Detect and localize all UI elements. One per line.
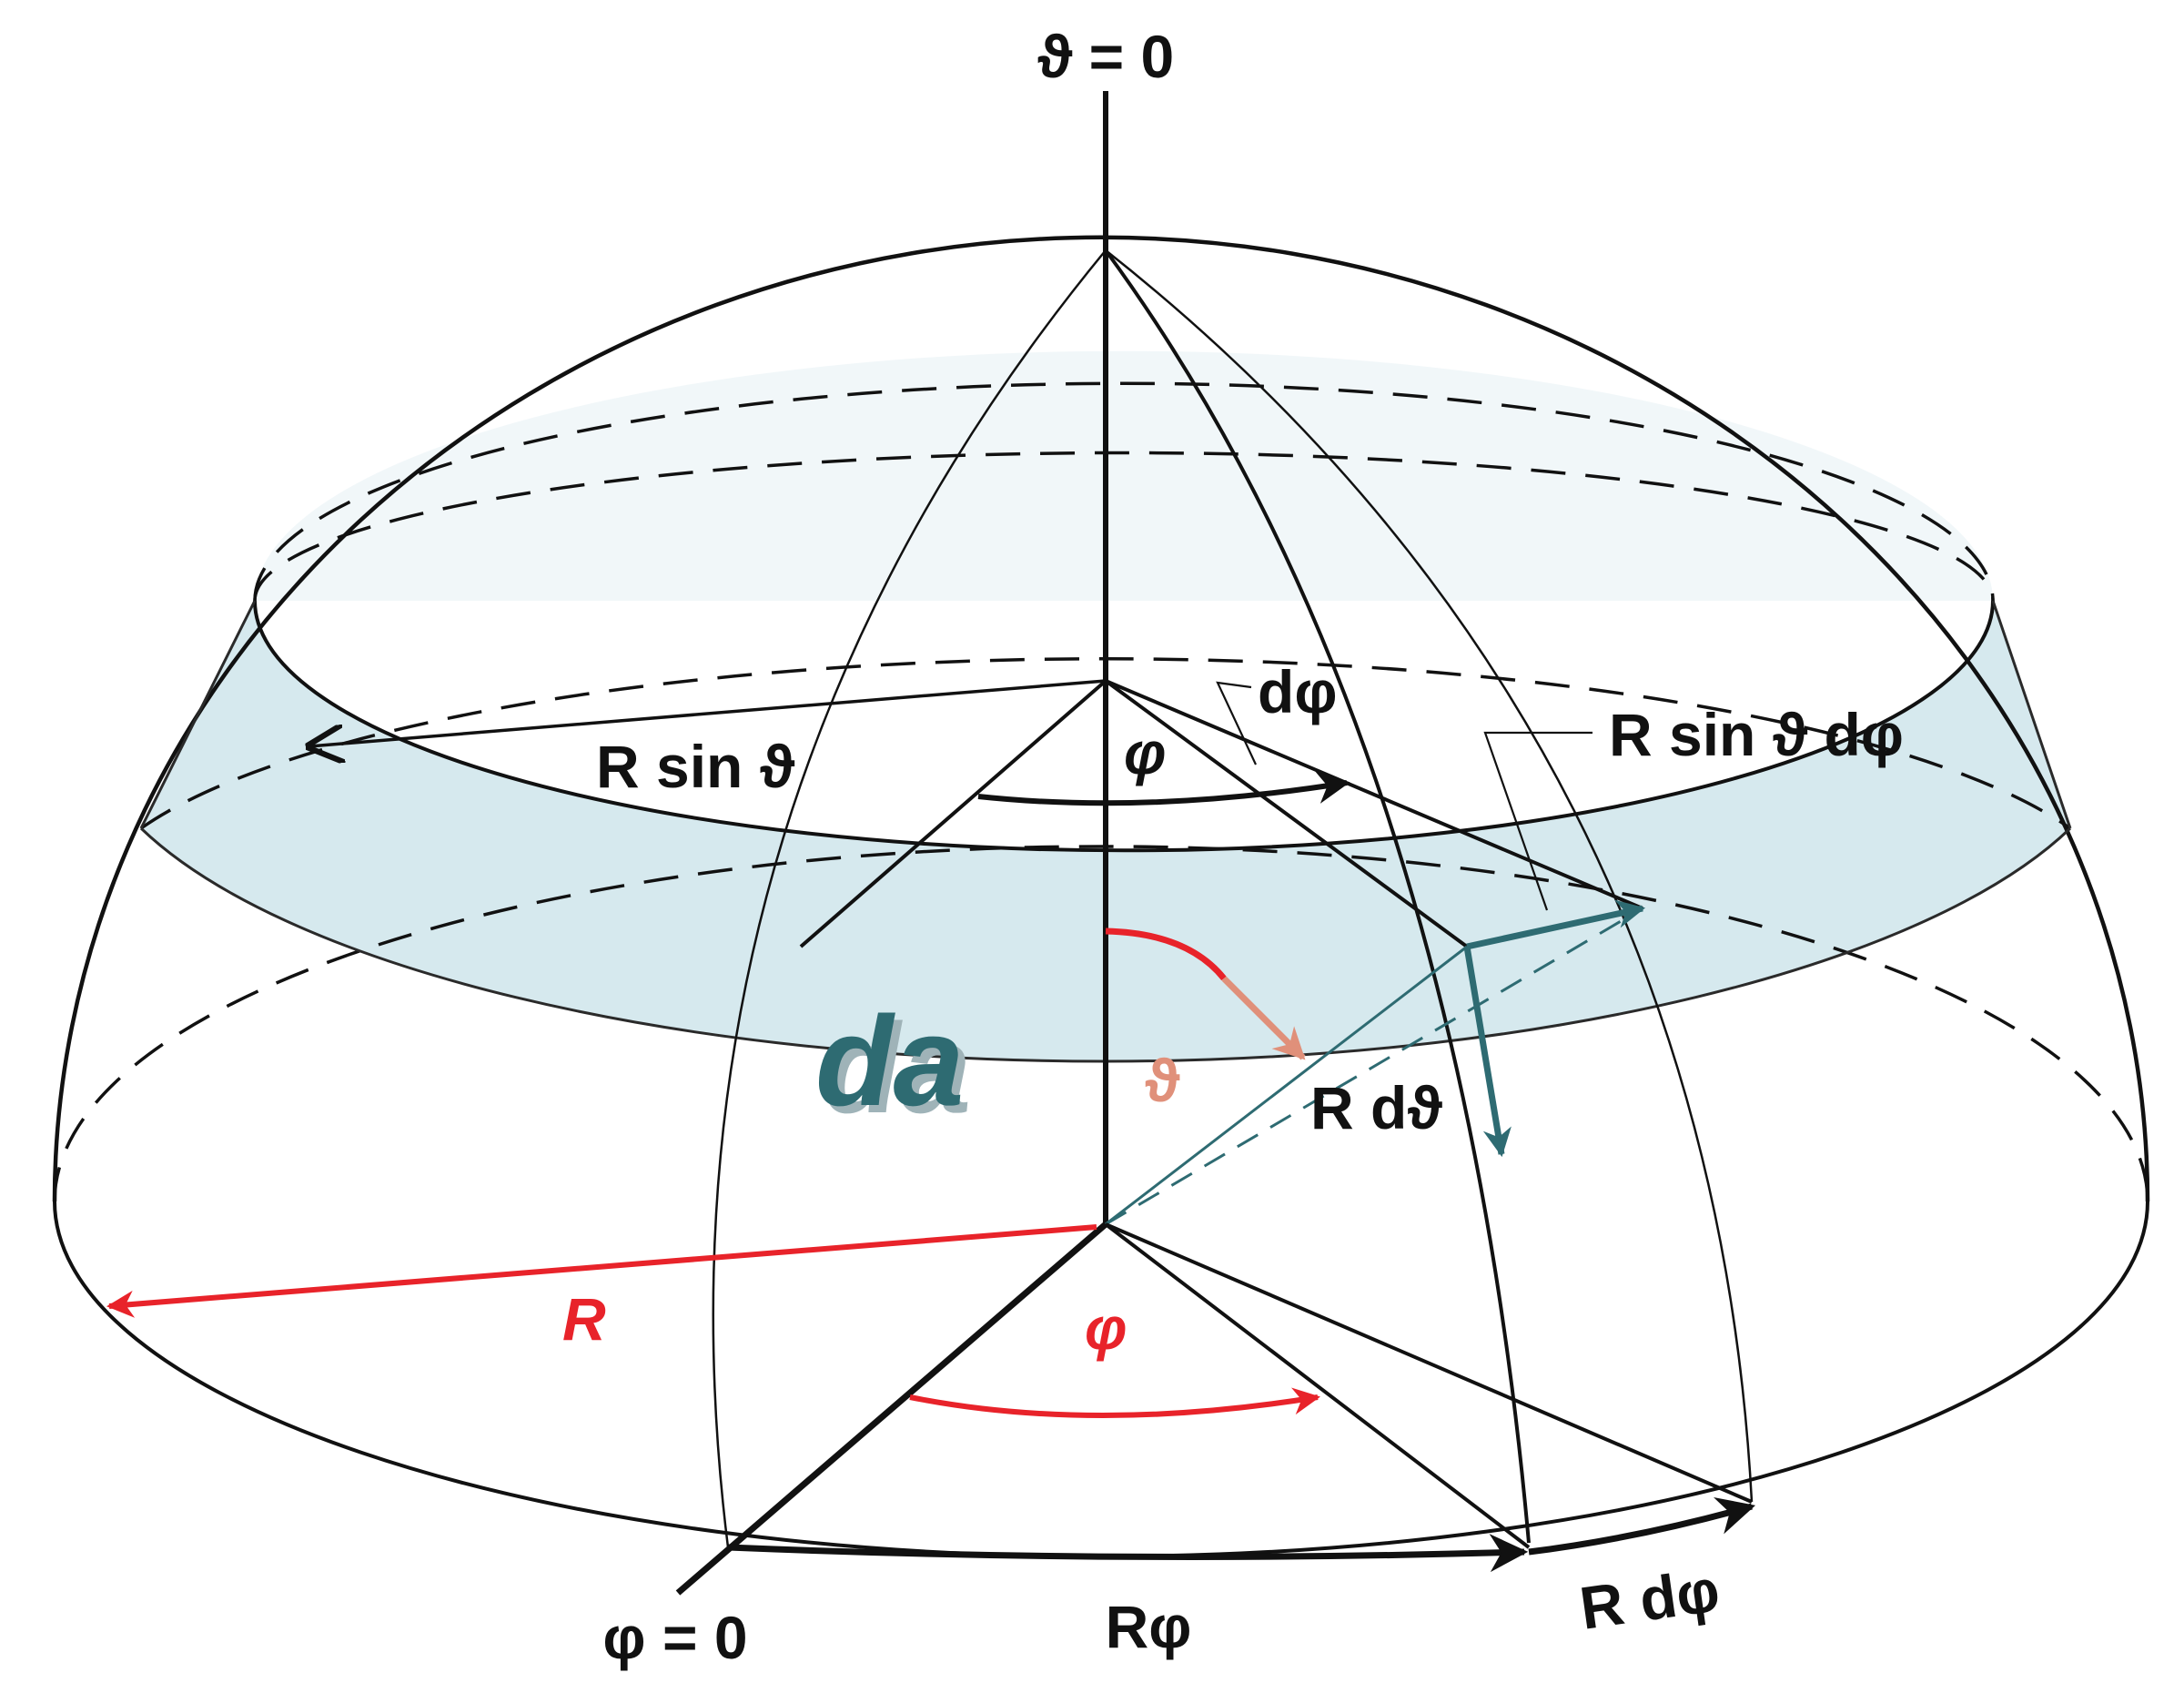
r-sin-theta-label: R sin ϑ bbox=[596, 733, 795, 800]
phi-upper-label: φ bbox=[1124, 719, 1166, 786]
band-right-edge bbox=[1991, 600, 2072, 829]
shaded-band bbox=[141, 601, 2070, 1062]
radius-label: R bbox=[562, 1285, 606, 1353]
radius-arrow bbox=[106, 1224, 1097, 1318]
phi-zero-label: φ = 0 bbox=[602, 1604, 747, 1671]
upper-plane-line-phi-zero bbox=[799, 679, 1107, 948]
base-line-phi-plus-dphi bbox=[1105, 1222, 1753, 1504]
upper-plane-line-phi-plus-dphi bbox=[1105, 679, 1643, 910]
band-left-edge bbox=[139, 600, 257, 829]
r-d-phi-label: R dφ bbox=[1576, 1556, 1724, 1642]
phi-zero-axis bbox=[675, 1222, 1108, 1596]
band-inner-top bbox=[255, 350, 1993, 601]
r-phi-arc bbox=[727, 1534, 1529, 1573]
r-d-phi-arc bbox=[1528, 1496, 1756, 1556]
r-phi-label: Rφ bbox=[1106, 1593, 1192, 1660]
upper-latitude-dashed bbox=[253, 381, 1995, 602]
r-sin-theta-d-phi-label: R sin ϑ dφ bbox=[1609, 701, 1904, 768]
meridian-phi bbox=[1104, 248, 1531, 1544]
r-sin-theta-d-phi-leader bbox=[1483, 731, 1592, 911]
band-upper-front-edge bbox=[253, 600, 1995, 853]
meridian-phi-plus-dphi bbox=[1105, 249, 1754, 1503]
d-phi-leader bbox=[1216, 681, 1257, 765]
da-label: da bbox=[815, 989, 964, 1132]
phi-base-label: φ bbox=[1085, 1294, 1127, 1362]
theta-label: ϑ bbox=[1145, 1047, 1180, 1114]
meridian-phi-zero bbox=[712, 249, 1107, 1548]
radius-to-element-line-dashed bbox=[1105, 907, 1643, 1226]
upper-plane-line-phi bbox=[1104, 679, 1469, 948]
base-back-edge bbox=[53, 845, 2149, 1202]
r-d-theta-surface-arrow bbox=[1463, 946, 1512, 1158]
theta-zero-label: ϑ = 0 bbox=[1037, 23, 1174, 90]
phi-arc-upper bbox=[977, 771, 1350, 806]
theta-arc-salmon bbox=[1221, 976, 1306, 1060]
band-upper-back-dashed bbox=[253, 451, 1995, 602]
da-label-shadow: da bbox=[823, 997, 971, 1140]
radius-to-element-line bbox=[1105, 945, 1468, 1226]
r-d-phi-surface-arrow bbox=[1466, 899, 1646, 950]
base-line-phi bbox=[1104, 1222, 1531, 1549]
phi-arc-base bbox=[909, 1387, 1320, 1418]
r-sin-theta-arrow bbox=[309, 679, 1107, 746]
base-front-edge bbox=[53, 1201, 2149, 1558]
d-phi-label: dφ bbox=[1258, 658, 1338, 725]
theta-arc-red bbox=[1105, 928, 1227, 981]
hemisphere-outline bbox=[52, 235, 2150, 1202]
r-d-theta-label: R dϑ bbox=[1310, 1074, 1442, 1141]
